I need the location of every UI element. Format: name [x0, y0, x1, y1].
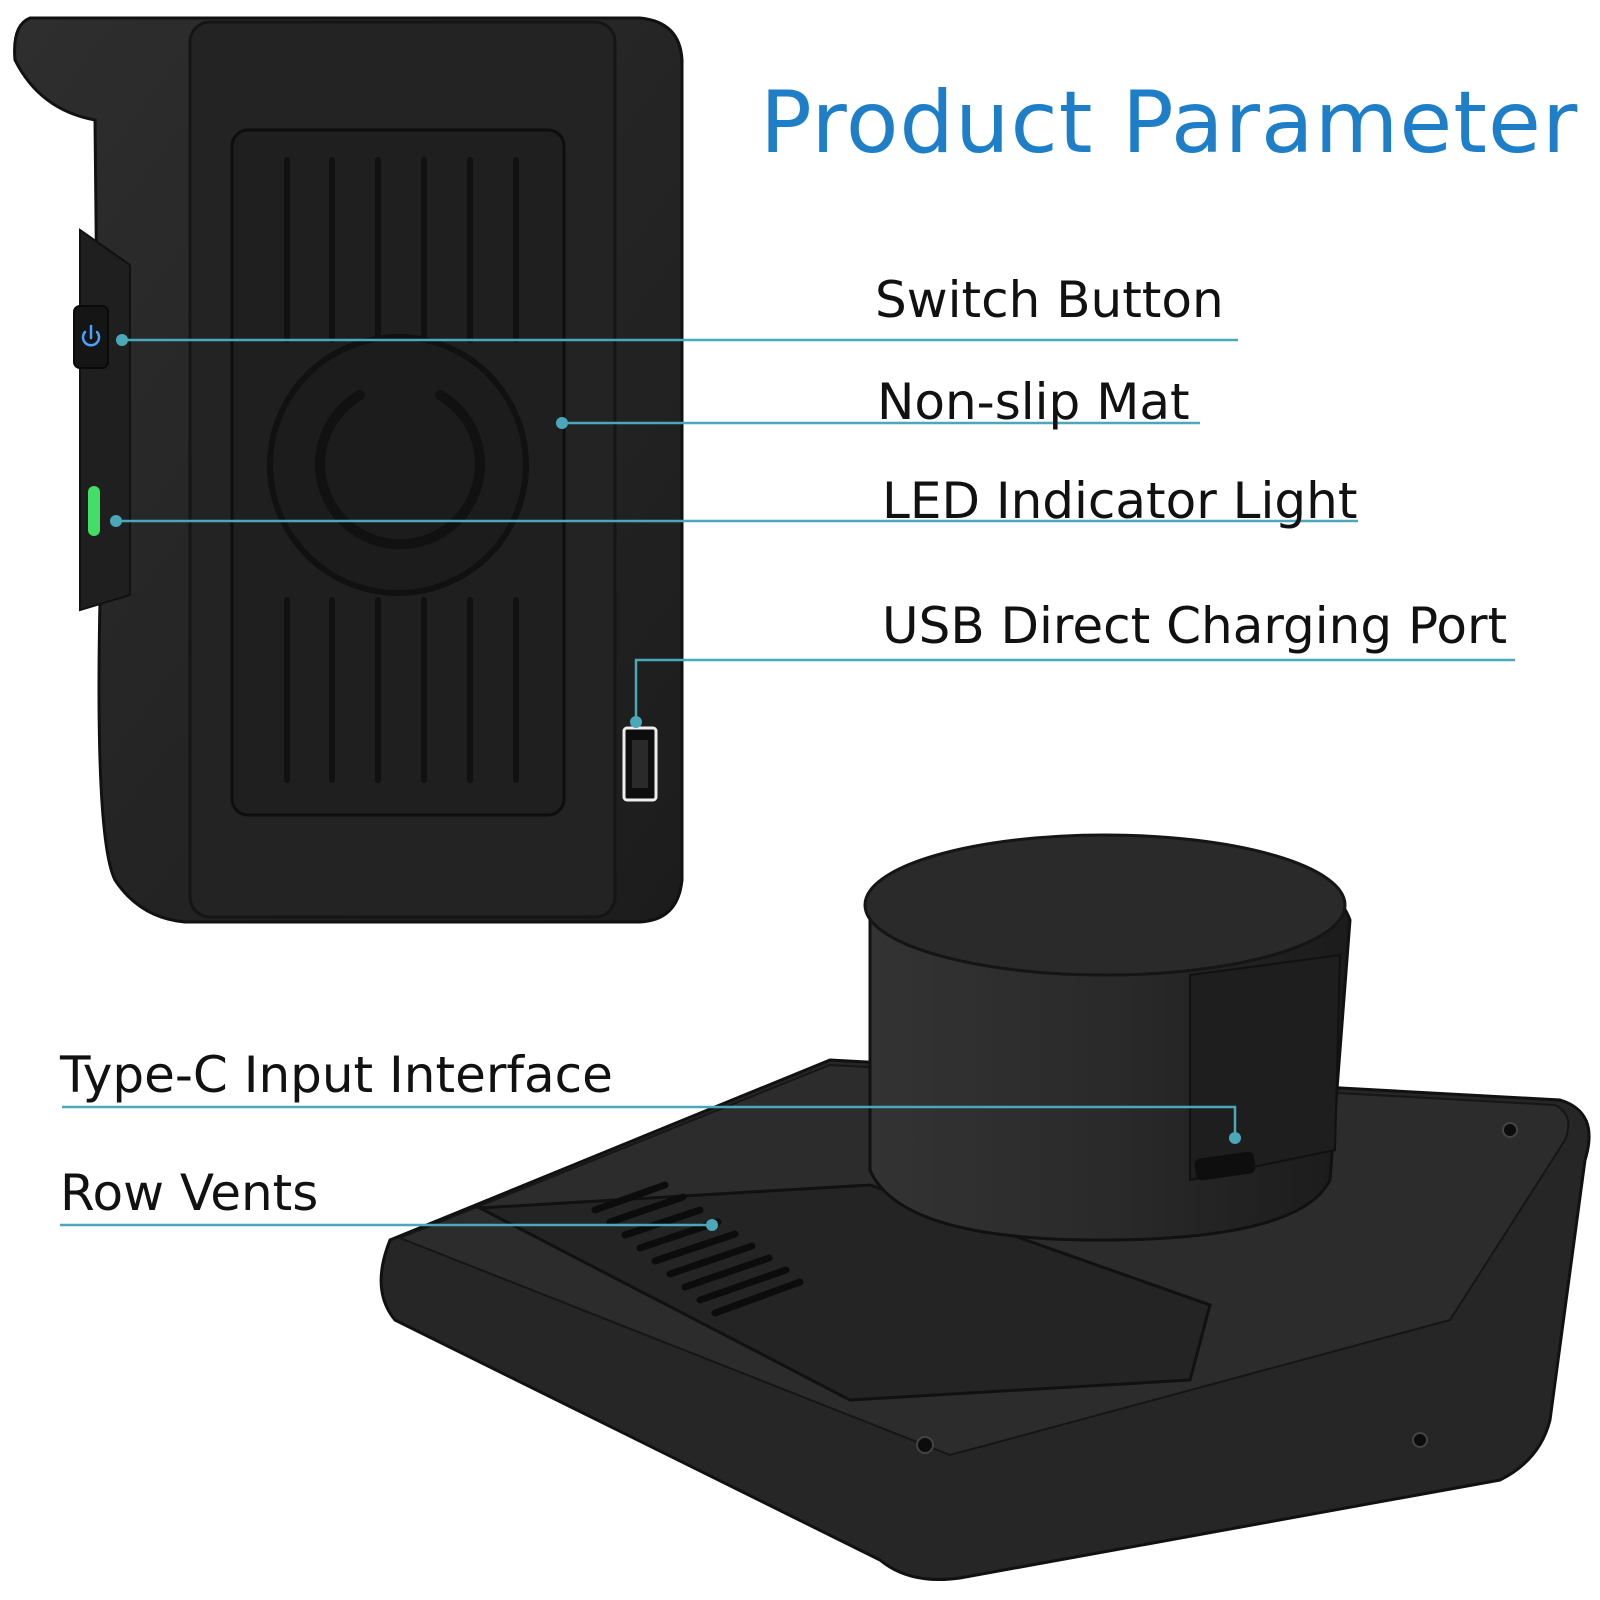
charger-side-bump — [79, 228, 131, 612]
page-title: Product Parameter — [760, 73, 1579, 173]
leader-typec — [62, 1105, 1237, 1135]
charger-base-view — [379, 833, 1591, 1582]
mat-ribs-bottom — [284, 597, 519, 783]
power-icon — [81, 324, 101, 347]
cylinder-notch — [1189, 953, 1342, 1182]
leader-usb — [634, 658, 1515, 720]
switch-button[interactable] — [73, 305, 109, 369]
row-vents — [591, 1181, 804, 1317]
cylinder-top — [863, 833, 1347, 977]
leader-lines — [60, 338, 1515, 1227]
type-c-port — [1194, 1151, 1256, 1181]
charging-coil-ring — [267, 334, 529, 596]
callout-usb-port: USB Direct Charging Port — [882, 597, 1508, 655]
callout-switch-button: Switch Button — [875, 271, 1224, 329]
led-bar-icon — [88, 486, 100, 536]
callout-row-vents: Row Vents — [60, 1164, 319, 1222]
callout-type-c: Type-C Input Interface — [60, 1046, 613, 1104]
charger-top-view — [13, 16, 684, 924]
callout-non-slip-mat: Non-slip Mat — [877, 373, 1190, 431]
callout-led-indicator: LED Indicator Light — [882, 472, 1358, 530]
leader-dots — [110, 334, 1241, 1231]
charging-coil-arc — [315, 390, 485, 550]
base-screws — [916, 1122, 1518, 1454]
mat-ribs-top — [284, 157, 519, 343]
usb-port-icon — [622, 726, 658, 802]
